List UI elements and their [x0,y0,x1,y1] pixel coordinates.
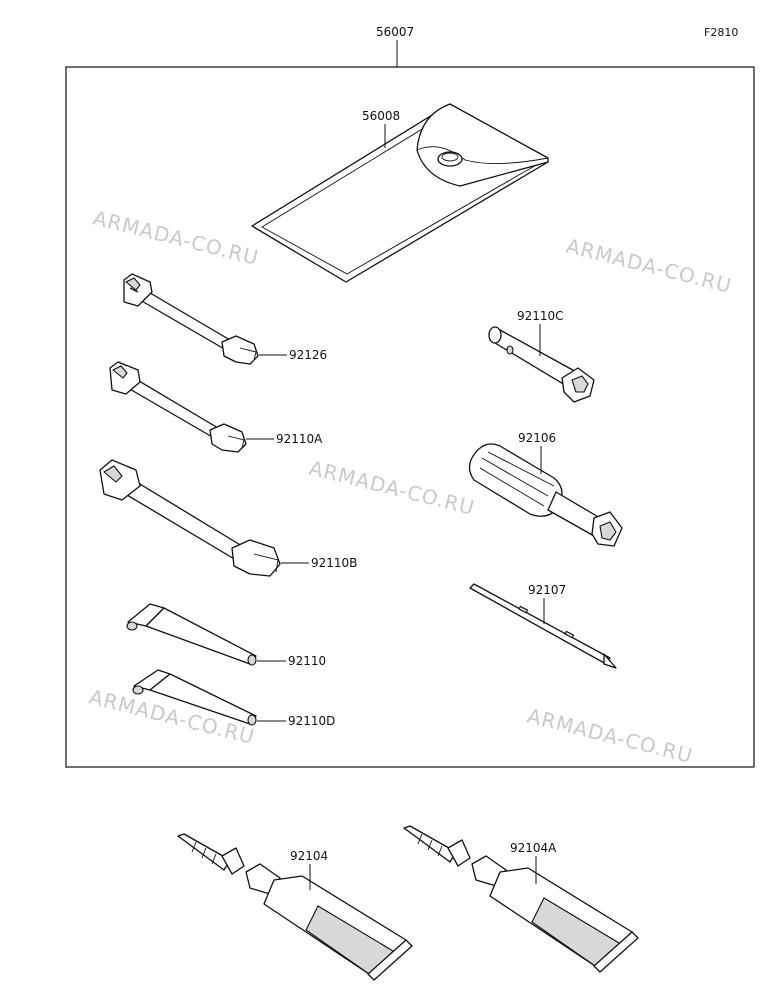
part-label-92110: 92110 [288,654,326,668]
screwdriver-handle-92106 [468,443,623,547]
hex-key-92110 [126,603,257,666]
watermark: ARMADA-CO.RU [307,456,478,520]
grease-tube-92104 [177,833,413,981]
part-label-56008: 56008 [362,109,400,123]
part-label-92110D: 92110D [288,714,335,728]
watermark: ARMADA-CO.RU [564,234,735,298]
tool-kit-frame [65,66,755,768]
watermark: ARMADA-CO.RU [525,704,696,768]
watermark: ARMADA-CO.RU [91,206,262,270]
part-label-92110B: 92110B [311,556,357,570]
wrench-92110A [109,361,247,453]
hex-key-92110D [132,669,257,726]
part-label-92126: 92126 [289,348,327,362]
wrench-92126 [123,273,259,365]
part-label-92110C: 92110C [517,309,564,323]
part-label-92104A: 92104A [510,841,557,855]
part-label-92106: 92106 [518,431,556,445]
grease-tube-92104A [403,825,639,973]
tool-case [251,103,549,283]
plug-spanner-92110C [488,326,595,403]
diagram-code: F2810 [704,26,738,39]
part-label-92107: 92107 [528,583,566,597]
wrench-92110B [99,459,281,577]
part-label-92104: 92104 [290,849,328,863]
screwdriver-bit-92107 [469,583,617,669]
part-label-92110A: 92110A [276,432,323,446]
kit-part-number: 56007 [376,25,414,39]
